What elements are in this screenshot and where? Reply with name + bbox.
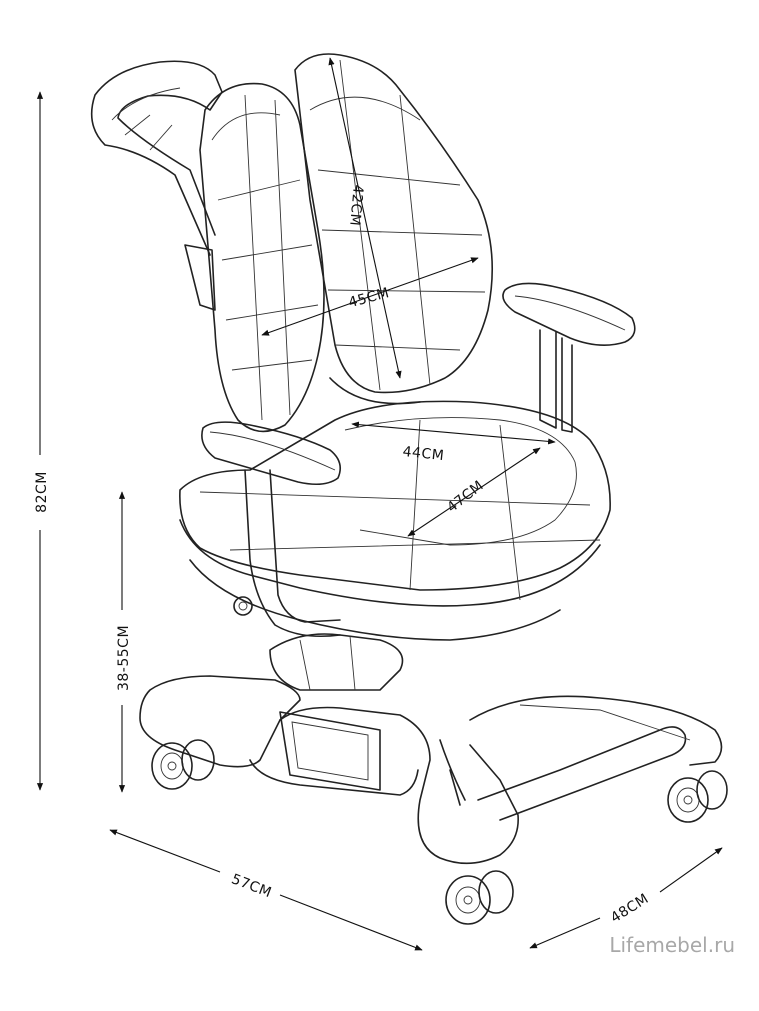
base-depth-line [529,847,723,949]
base-depth-label: 48CM [608,891,652,927]
armrest-right [502,282,636,433]
seat-depth-label: 47CM [444,478,487,516]
backrest-width-arrow [261,257,479,336]
caster-front-left [151,739,215,790]
base-width-label: 57CM [229,871,274,901]
seat-height-label: 38-55CM [116,625,132,691]
seat-width-arrow [351,421,556,445]
caster-back-right [667,770,728,823]
backrest-left-pad [199,82,325,433]
seat [179,400,611,641]
headrest-frame [90,60,223,311]
watermark: Lifemebel.ru [609,933,735,957]
base-width-line [109,829,423,951]
base [139,675,723,865]
armrest-left [201,421,341,638]
backrest-height-label: 42CM [346,184,366,227]
seat-depth-arrow [407,447,541,537]
gas-lift [269,633,404,691]
seat-width-label: 44CM [402,444,445,464]
caster-front-center [445,870,514,925]
backrest-height-arrow [328,57,402,379]
overall-height-label: 82CM [34,471,50,513]
